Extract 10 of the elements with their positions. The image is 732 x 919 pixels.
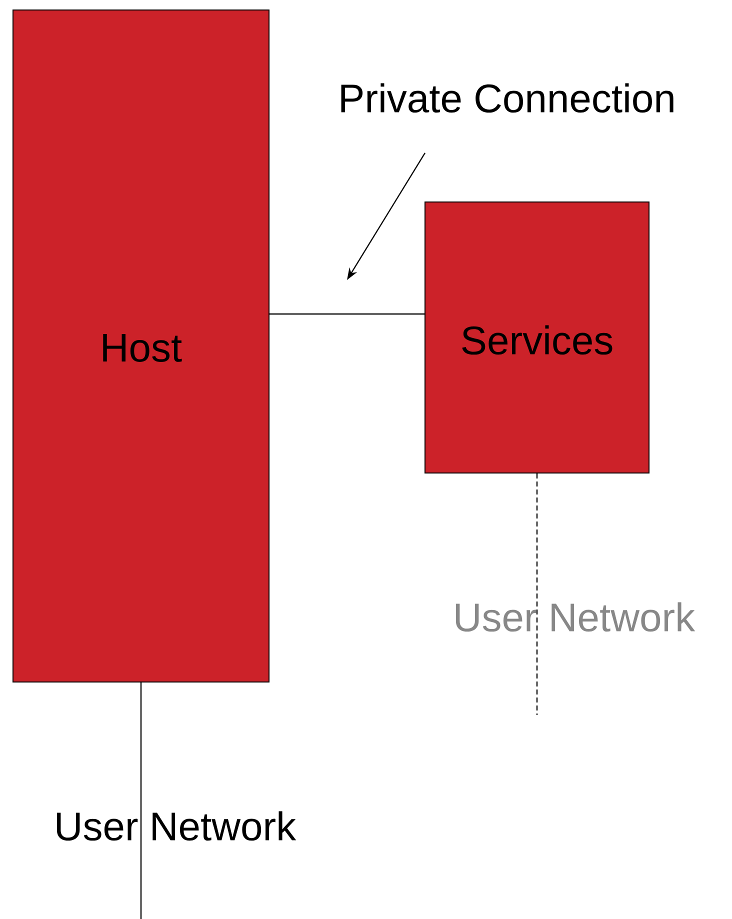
callout-text: Private Connection	[341, 83, 674, 113]
services-box	[424, 202, 650, 474]
network-line	[536, 474, 538, 715]
connection-line	[270, 313, 424, 315]
network-label: User Network	[456, 602, 696, 632]
network-line	[140, 682, 142, 919]
host-box	[12, 10, 270, 682]
network-label: User Network	[56, 811, 296, 841]
node-label: Host	[103, 334, 182, 362]
node-label: Services	[462, 325, 612, 355]
